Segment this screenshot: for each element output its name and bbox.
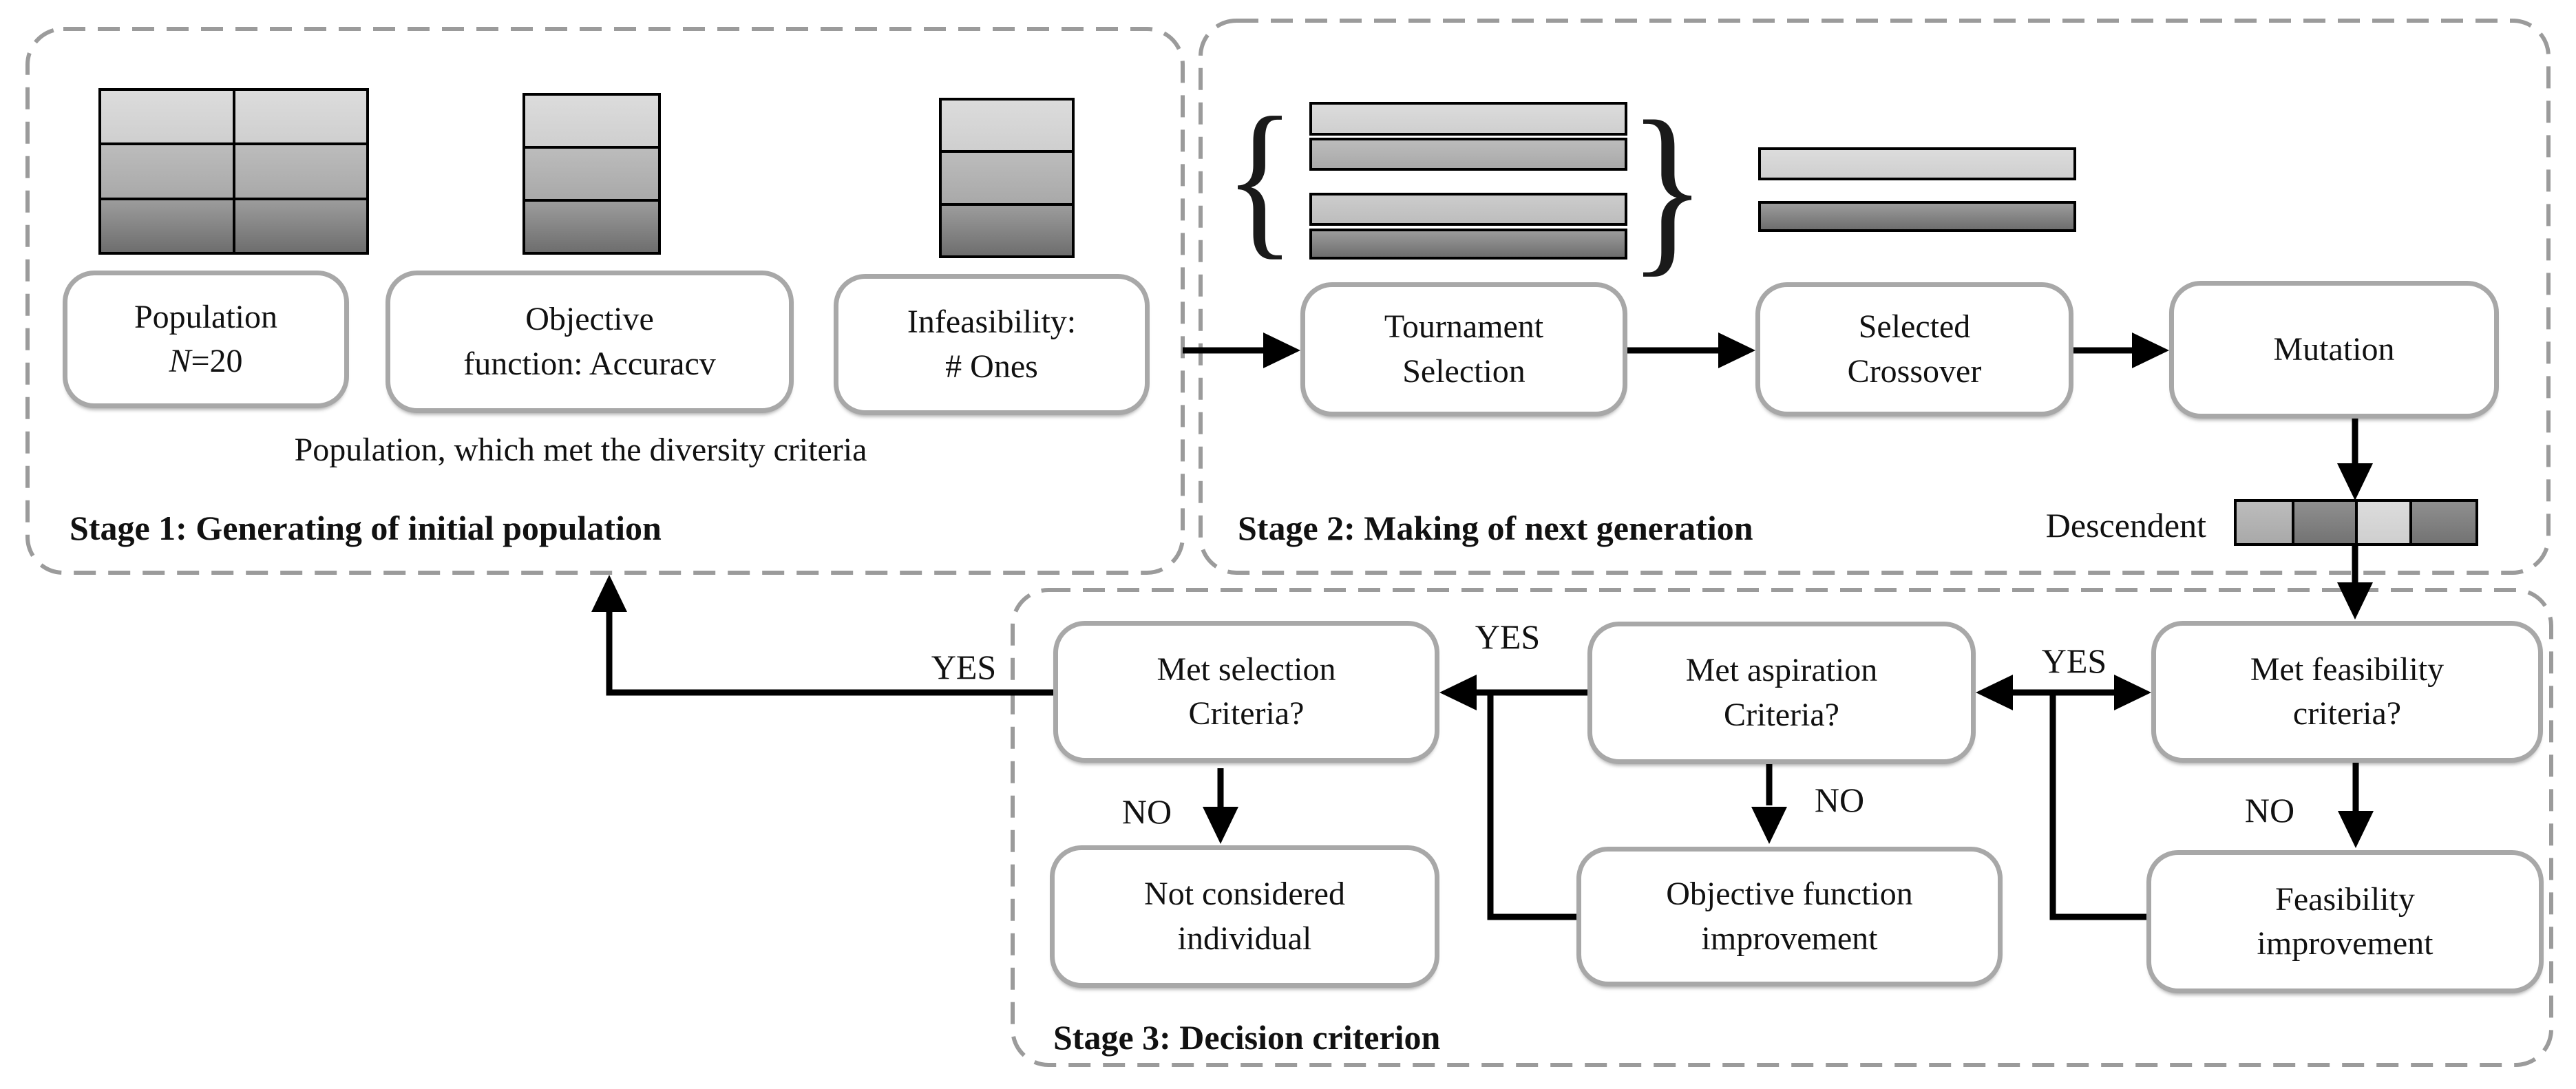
stage1-container — [25, 27, 1185, 575]
not-considered-line1: Not considered — [1144, 876, 1345, 913]
tournament-selection-box: Tournament Selection — [1300, 282, 1627, 416]
arrow-no-feasibility-head — [2338, 811, 2374, 848]
offspring-chromosome-1 — [1758, 147, 2076, 180]
no-label-aspiration: NO — [1814, 781, 1865, 819]
descendent-label: Descendent — [2045, 506, 2206, 544]
objective-box: Objective function: Accuracv — [386, 271, 794, 413]
no-label-feasibility: NO — [2244, 791, 2295, 829]
mutation-box: Mutation — [2169, 281, 2499, 419]
not-considered-line2: individual — [1177, 920, 1312, 957]
stage1-title: Stage 1: Generating of initial populatio… — [70, 509, 662, 547]
gene-cell — [235, 200, 366, 252]
yes-label-aspiration-to-selection: YES — [1475, 617, 1541, 656]
selection-box-line2: Criteria? — [1188, 695, 1305, 732]
arrow-stage1-to-tournament-head — [1263, 332, 1300, 368]
population-grid — [98, 88, 369, 255]
brace-left-icon: { — [1224, 81, 1296, 274]
infeasibility-box-line2: # Ones — [945, 348, 1038, 385]
gene-cell — [2237, 502, 2292, 543]
objective-box-line1: Objective — [525, 301, 654, 338]
objective-box-line2: function: Accuracv — [463, 345, 716, 382]
population-n-symbol: N — [169, 343, 191, 379]
objective-stack — [522, 93, 661, 255]
gene-cell — [101, 91, 233, 143]
no-label-selection: NO — [1121, 792, 1172, 831]
brace-right-icon: } — [1628, 82, 1707, 293]
crossover-box-line2: Crossover — [1847, 352, 1982, 390]
feasibility-box-line1: Met feasibility — [2250, 651, 2445, 688]
yes-label-to-stage1: YES — [931, 648, 997, 686]
feasibility-box-line2: criteria? — [2292, 695, 2402, 732]
yes-label-feasibility-to-aspiration: YES — [2041, 642, 2107, 680]
gene-cell — [101, 200, 233, 252]
gene-cell — [101, 145, 233, 198]
gene-cell — [235, 91, 366, 143]
not-considered-individual-box: Not considered individual — [1050, 845, 1439, 988]
tournament-box-line1: Tournament — [1384, 308, 1544, 346]
selection-box-line1: Met selection — [1157, 651, 1336, 688]
aspiration-box-line1: Met aspiration — [1685, 652, 1878, 689]
gene-cell — [942, 101, 1072, 151]
arrow-no-aspiration-head — [1751, 807, 1787, 844]
parent-chromosome-2 — [1309, 138, 1627, 171]
population-box-line2: N=20 — [169, 339, 242, 383]
feedback-selection-to-stage1-line — [606, 611, 1053, 696]
population-n-value: =20 — [191, 343, 243, 379]
arrow-feasibility-to-aspiration-head-left — [1976, 675, 2013, 710]
arrow-crossover-to-mutation-head — [2132, 332, 2169, 368]
aspiration-box-line2: Criteria? — [1724, 696, 1839, 733]
crossover-box-line1: Selected — [1858, 308, 1971, 346]
stage3-container — [1011, 588, 2553, 1067]
arrow-aspiration-to-selection-head — [1439, 675, 1477, 710]
population-box: Population N=20 — [63, 271, 349, 408]
gene-cell — [942, 153, 1072, 203]
infeasibility-stack — [939, 98, 1075, 258]
arrow-tournament-to-crossover-head — [1718, 332, 1755, 368]
gene-cell — [525, 202, 658, 252]
arrow-descendent-to-feasibility-head — [2337, 582, 2373, 620]
population-box-line1: Population — [134, 298, 277, 335]
objective-improvement-line2: improvement — [1701, 920, 1878, 957]
infeasibility-box: Infeasibility: # Ones — [834, 274, 1150, 415]
tournament-box-line2: Selection — [1402, 352, 1525, 390]
gene-cell — [2294, 502, 2355, 543]
objective-improvement-line1: Objective function — [1666, 876, 1913, 913]
offspring-chromosome-2 — [1758, 201, 2076, 232]
met-feasibility-criteria-box: Met feasibility criteria? — [2151, 621, 2543, 763]
feasibility-improvement-box: Feasibility improvement — [2146, 850, 2544, 993]
parent-chromosome-1 — [1309, 102, 1627, 136]
parent-chromosome-4 — [1309, 229, 1627, 260]
selected-crossover-box: Selected Crossover — [1755, 282, 2073, 416]
parent-chromosome-3 — [1309, 193, 1627, 226]
feedback-feasibility-improvement-line — [2049, 690, 2146, 920]
gene-cell — [525, 149, 658, 199]
feedback-objective-improvement-line — [1487, 690, 1576, 920]
met-selection-criteria-box: Met selection Criteria? — [1053, 621, 1439, 763]
gene-cell — [942, 205, 1072, 255]
arrow-mutation-to-descendent-head — [2337, 463, 2373, 500]
stage2-container — [1199, 19, 2551, 575]
gene-cell — [525, 96, 658, 146]
gene-cell — [235, 145, 366, 198]
feasibility-improvement-line2: improvement — [2257, 925, 2434, 962]
infeasibility-box-line1: Infeasibility: — [907, 304, 1077, 341]
stage1-caption: Population, which met the diversity crit… — [294, 432, 867, 468]
gene-cell — [2412, 502, 2475, 543]
arrow-no-selection-head — [1203, 807, 1238, 844]
mutation-box-line1: Mutation — [2273, 330, 2395, 368]
gene-cell — [2357, 502, 2410, 543]
stage3-title: Stage 3: Decision criterion — [1053, 1018, 1441, 1057]
objective-function-improvement-box: Objective function improvement — [1576, 847, 2003, 986]
arrow-feasibility-to-aspiration-head-right — [2114, 675, 2151, 710]
feedback-selection-to-stage1-head — [591, 575, 627, 612]
stage2-title: Stage 2: Making of next generation — [1238, 509, 1753, 547]
descendent-chromosome — [2234, 499, 2478, 546]
met-aspiration-criteria-box: Met aspiration Criteria? — [1587, 622, 1976, 764]
feasibility-improvement-line1: Feasibility — [2275, 880, 2415, 918]
